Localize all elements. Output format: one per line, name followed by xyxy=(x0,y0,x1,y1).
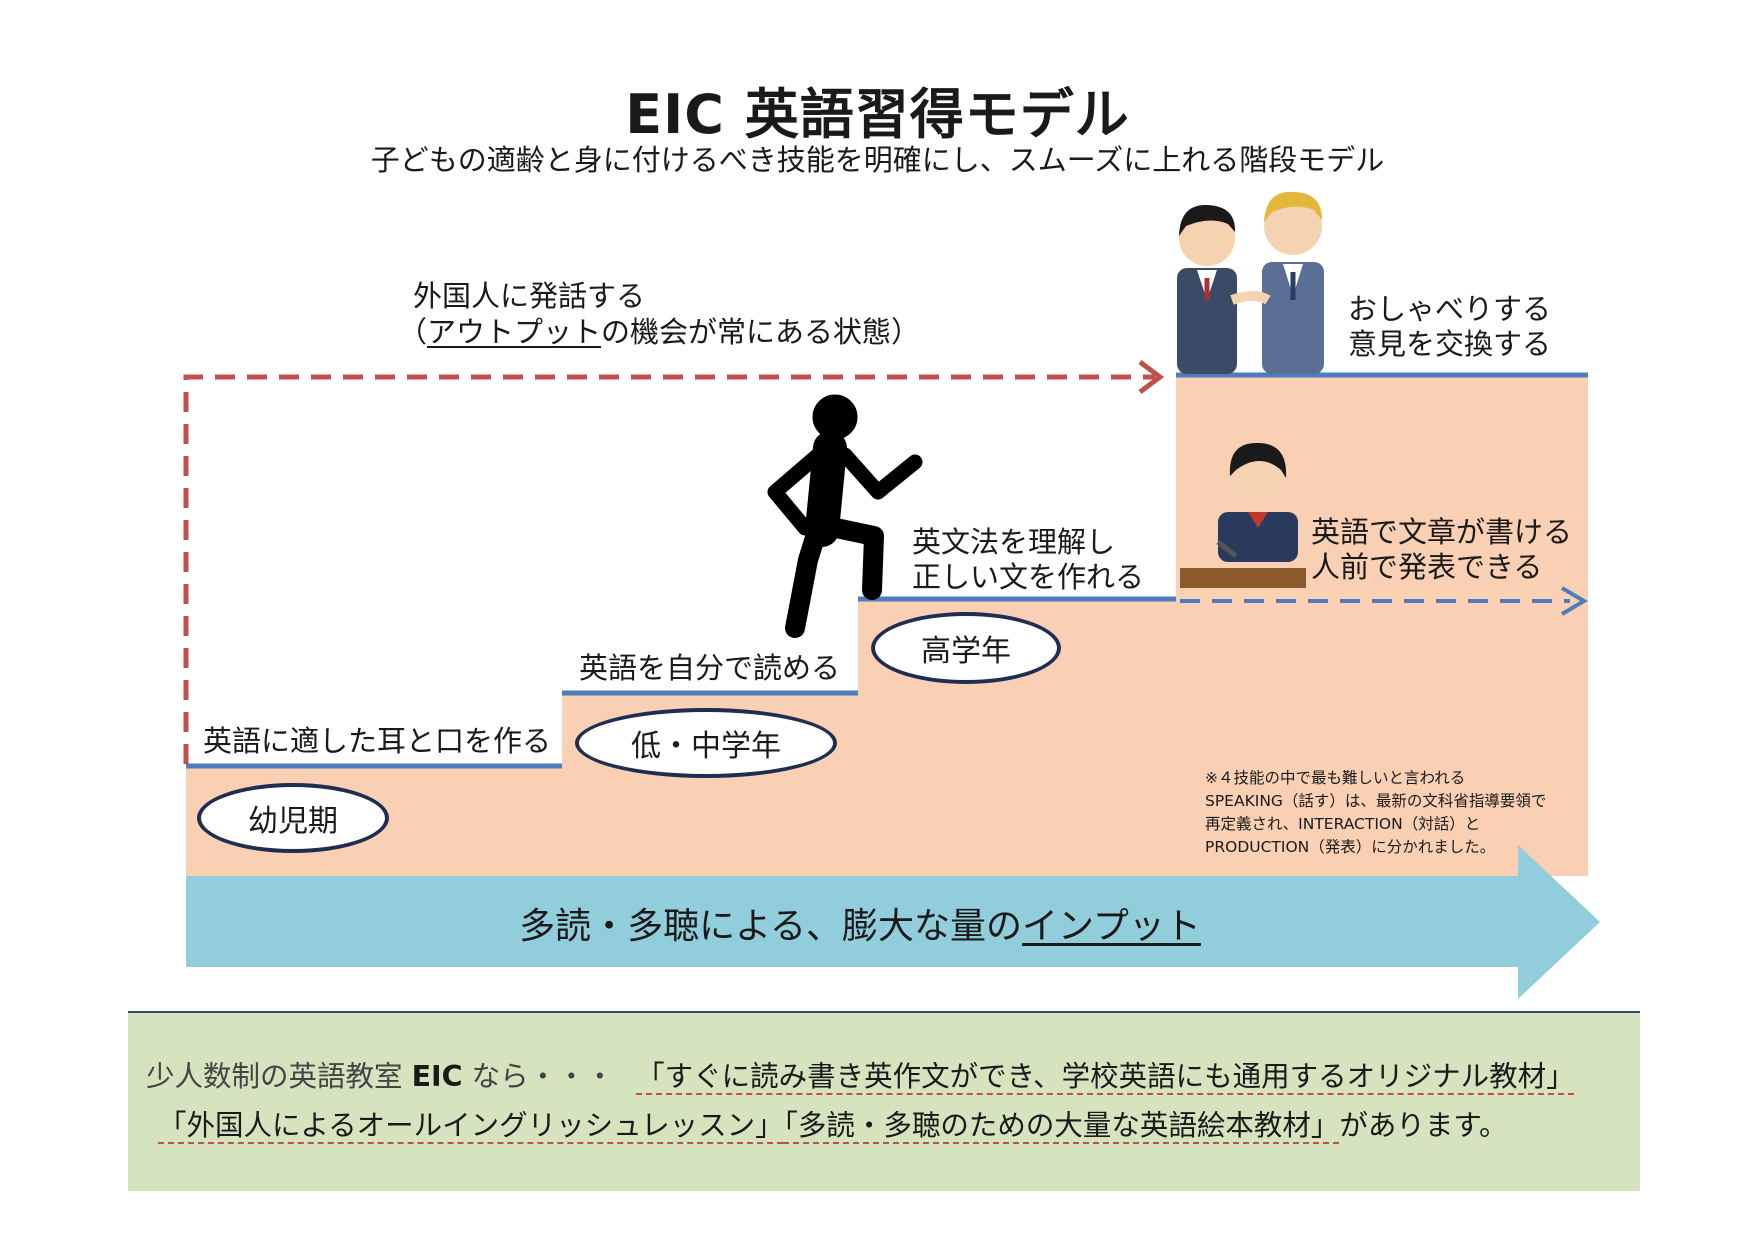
output-keyword: アウトプット xyxy=(427,315,602,349)
stage-oval-2: 低・中学年 xyxy=(575,708,837,778)
step-1-skill: 英語に適した耳と口を作る xyxy=(203,724,552,758)
output-arrowhead xyxy=(1138,360,1165,394)
output-label-line1: 外国人に発話する xyxy=(413,279,646,313)
input-arrow-label: 多読・多聴による、膨大な量のインプット xyxy=(519,906,1201,947)
stage-oval-3: 高学年 xyxy=(871,612,1061,684)
footer-line-2: 「外国人によるオールイングリッシュレッスン」「多読・多聴のための大量な英語絵本教… xyxy=(158,1109,1508,1142)
input-keyword: インプット xyxy=(1022,906,1201,947)
stage-oval-1: 幼児期 xyxy=(197,783,389,853)
top-step-upper-skill: おしゃべりする 意見を交換する xyxy=(1348,292,1552,361)
student-speech-icon xyxy=(1180,442,1306,588)
output-label-line2: （アウトプットの機会が常にある状態） xyxy=(398,315,921,349)
output-label: 外国人に発話する （アウトプットの機会が常にある状態） xyxy=(398,278,920,350)
footer-line-1: 少人数制の英語教室 EIC なら・・・「すぐに読み書き英作文ができ、学校英語にも… xyxy=(146,1060,1575,1093)
feature-picture-books: 「多読・多聴のための大量な英語絵本教材」 xyxy=(783,1109,1340,1142)
feature-original-materials: 「すぐに読み書き英作文ができ、学校英語にも通用するオリジナル教材」 xyxy=(636,1060,1575,1093)
input-arrow xyxy=(186,845,1600,999)
page-title: EIC 英語習得モデル xyxy=(625,83,1130,146)
production-arrowhead xyxy=(1560,586,1588,616)
walking-person-icon xyxy=(767,394,923,638)
speaking-note: ※４技能の中で最も難しいと言われる SPEAKING（話す）は、最新の文科省指導… xyxy=(1205,769,1547,856)
step-2-skill: 英語を自分で読める xyxy=(579,651,841,685)
output-dashed-arrow xyxy=(183,374,1155,764)
step-3-skill: 英文法を理解し 正しい文を作れる xyxy=(912,525,1145,594)
page-subtitle: 子どもの適齢と身に付けるべき技能を明確にし、スムーズに上れる階段モデル xyxy=(370,143,1385,177)
brand-name: EIC xyxy=(411,1060,463,1093)
handshake-people-icon xyxy=(1177,191,1324,374)
footer-panel: 少人数制の英語教室 EIC なら・・・「すぐに読み書き英作文ができ、学校英語にも… xyxy=(128,1013,1640,1191)
top-step-lower-skill: 英語で文章が書ける 人前で発表できる xyxy=(1311,515,1573,584)
feature-all-english-lessons: 「外国人によるオールイングリッシュレッスン」 xyxy=(158,1109,784,1142)
